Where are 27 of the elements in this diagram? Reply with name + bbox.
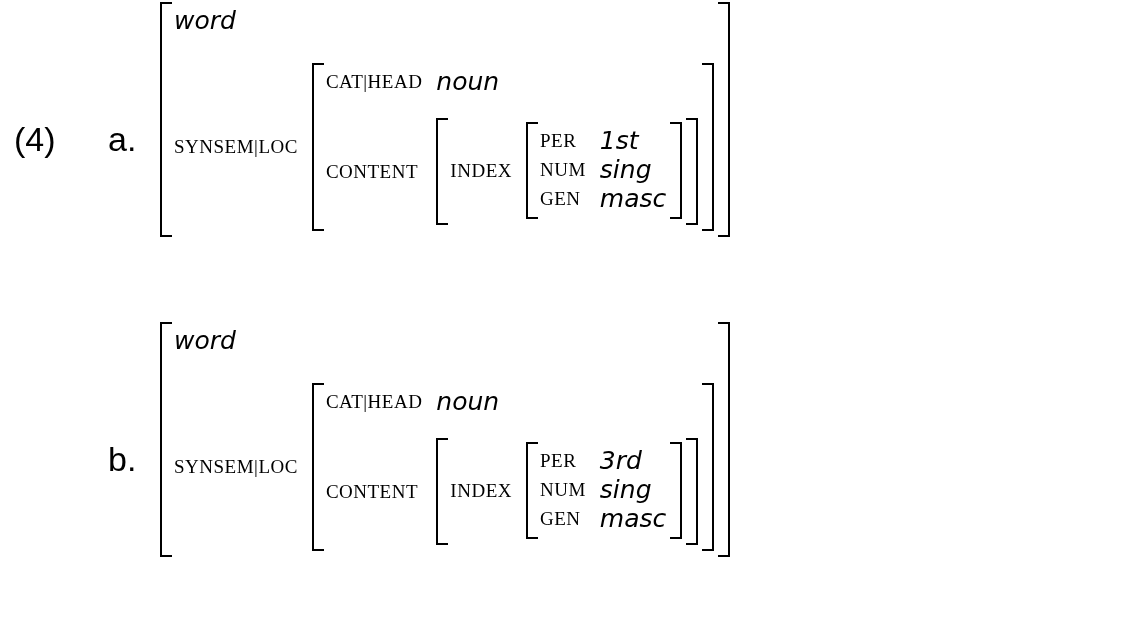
feature-name: SYNSEM|LOC — [174, 136, 298, 158]
type-label: word — [174, 326, 236, 355]
example-number: (4) — [14, 120, 56, 159]
feature-name: NUM — [539, 478, 586, 501]
type-label: word — [174, 6, 236, 35]
feature-name: CONTENT — [325, 480, 419, 503]
item-letter: a. — [108, 120, 137, 159]
item-letter: b. — [108, 440, 137, 479]
feature-value: 3rd — [599, 446, 642, 475]
feature-value: sing — [599, 475, 652, 504]
feature-name: INDEX — [450, 159, 512, 182]
feature-value: masc — [599, 504, 667, 533]
feature-value: noun — [436, 67, 500, 96]
feature-name: CAT|HEAD — [325, 390, 423, 413]
feature-name: CAT|HEAD — [325, 70, 423, 93]
feature-value: sing — [599, 155, 652, 184]
feature-value: noun — [436, 387, 500, 416]
feature-name: INDEX — [450, 479, 512, 502]
feature-value: masc — [599, 184, 667, 213]
feature-name: CONTENT — [325, 160, 419, 183]
feature-name: PER — [539, 449, 577, 472]
feature-name: PER — [539, 129, 577, 152]
feature-name: GEN — [539, 187, 581, 210]
feature-name: NUM — [539, 158, 586, 181]
feature-name: GEN — [539, 507, 581, 530]
feature-value: 1st — [599, 126, 639, 155]
feature-name: SYNSEM|LOC — [174, 456, 298, 478]
